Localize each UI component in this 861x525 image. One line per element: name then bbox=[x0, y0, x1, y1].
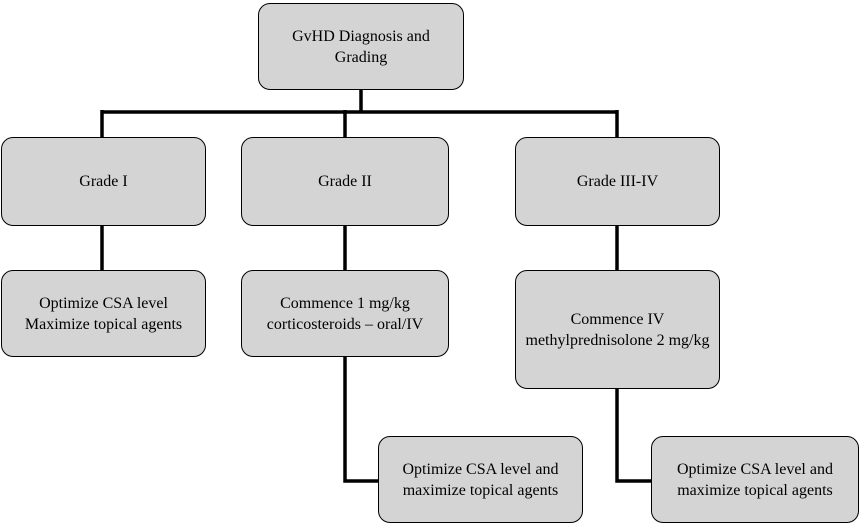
root-node-line-2: Grading bbox=[334, 48, 388, 66]
grade-node-3-label: Grade III-IV bbox=[576, 173, 659, 190]
treatment-node-1-line-2: Maximize topical agents bbox=[24, 315, 183, 333]
followup-node-grade-3-line-1: Optimize CSA level and bbox=[677, 460, 833, 478]
followup-node-grade-2-line-1: Optimize CSA level and bbox=[402, 460, 559, 478]
connector-grade-2-followup bbox=[343, 357, 380, 483]
grade-node-2: Grade II bbox=[241, 137, 449, 226]
grade-node-1: Grade I bbox=[1, 137, 206, 226]
root-node-gvhd-diagnosis: GvHD Diagnosis and Grading bbox=[258, 3, 464, 90]
grade-node-3: Grade III-IV bbox=[515, 137, 720, 226]
connector-grade-3-followup bbox=[615, 389, 652, 483]
treatment-node-2-line-2: corticosteroids – oral/IV bbox=[266, 315, 424, 333]
followup-node-grade-3: Optimize CSA level and maximize topical … bbox=[651, 436, 859, 523]
grade-node-1-label: Grade I bbox=[79, 173, 128, 190]
treatment-node-3-line-2: methylprednisolone 2 mg/kg bbox=[525, 331, 710, 349]
followup-node-grade-3-line-2: maximize topical agents bbox=[677, 481, 833, 499]
treatment-node-1: Optimize CSA level Maximize topical agen… bbox=[1, 270, 206, 357]
treatment-node-3: Commence IV methylprednisolone 2 mg/kg bbox=[515, 270, 720, 389]
root-node-line-1: GvHD Diagnosis and bbox=[292, 27, 430, 45]
treatment-node-1-line-1: Optimize CSA level bbox=[39, 294, 168, 312]
followup-node-grade-2-line-2: maximize topical agents bbox=[402, 481, 559, 499]
treatment-node-2: Commence 1 mg/kg corticosteroids – oral/… bbox=[241, 270, 449, 357]
followup-node-grade-2: Optimize CSA level and maximize topical … bbox=[378, 436, 583, 523]
grade-node-2-label: Grade II bbox=[318, 173, 372, 190]
treatment-node-3-line-1: Commence IV bbox=[570, 310, 665, 328]
treatment-node-2-line-1: Commence 1 mg/kg bbox=[280, 294, 410, 312]
